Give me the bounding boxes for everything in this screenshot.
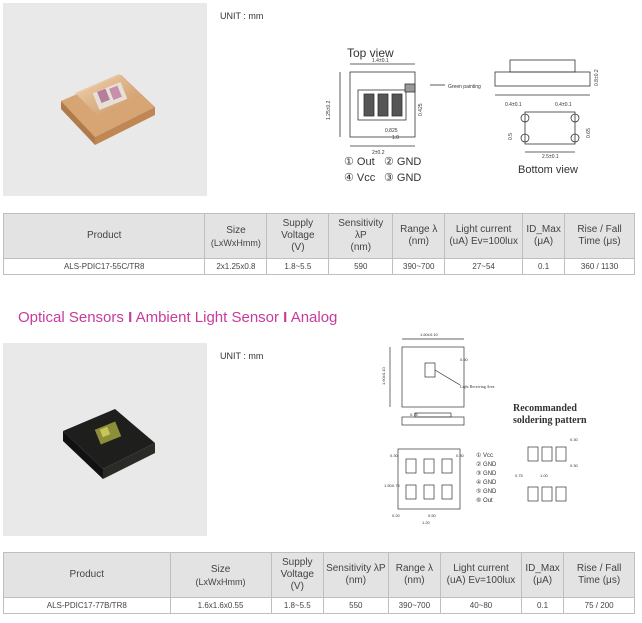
header-id-max: ID_Max(μA): [520, 552, 565, 598]
recommended-label: Recommanded: [513, 403, 577, 414]
dim-label: 0.65: [586, 128, 592, 138]
pin-label: ③ GND: [476, 470, 497, 477]
dim-label: 1.20: [422, 520, 431, 525]
pin-label: ⑤ GND: [476, 488, 497, 495]
header-sensitivity: Sensitivity λP(nm): [323, 552, 389, 598]
section-title: Optical Sensors I Ambient Light Sensor I…: [18, 309, 338, 326]
header-range: Range λ(nm): [392, 213, 446, 259]
header-size: Size(LxWxHmm): [169, 552, 272, 598]
dim-label: 0.75: [515, 473, 524, 478]
dim-label: 2±0.2: [372, 150, 385, 156]
light-area-label: Light Receiving Area: [460, 384, 495, 389]
dim-label: 0.4±0.1: [505, 102, 522, 108]
dim-label: 0.30: [390, 453, 399, 458]
sensor-chip-image: [61, 74, 155, 145]
dim-label: 0.4±0.1: [555, 102, 572, 108]
dim-label: 0.825: [385, 128, 398, 134]
cell-product: ALS-PDIC17-77B/TR8: [3, 597, 171, 614]
header-size: Size(LxWxHmm): [204, 213, 268, 259]
dim-label: 1.0: [392, 135, 399, 141]
cell-idmax: 0.1: [520, 597, 565, 614]
cell-product: ALS-PDIC17-55C/TR8: [2, 258, 206, 275]
dim-label: 1.4±0.1: [372, 58, 389, 64]
table-row: ALS-PDIC17-55C/TR8 2x1.25x0.8 1.8~5.5 59…: [2, 258, 635, 275]
dim-label: 0.30: [570, 437, 579, 442]
header-light-current: Light current(uA) Ev=100lux: [440, 552, 522, 598]
cell-range: 390~700: [387, 597, 442, 614]
pin-label: ③ GND: [384, 172, 421, 184]
dim-label: 1.50: [384, 483, 393, 488]
cell-rise: 75 / 200: [563, 597, 635, 614]
header-supply-voltage: Supply Voltage(V): [266, 213, 330, 259]
green-painting-label: Green painting: [448, 84, 481, 90]
dim-label: 0.20: [392, 513, 401, 518]
pin-label: ① Vcc: [476, 452, 493, 459]
header-supply-voltage: Supply Voltage(V): [270, 552, 325, 598]
table-row: ALS-PDIC17-77B/TR8 1.6x1.6x0.55 1.8~5.5 …: [3, 597, 635, 614]
pin-label: ④ Vcc: [344, 172, 376, 184]
dimension-drawing-2: Recommanded soldering pattern Light Rece…: [381, 332, 587, 525]
header-light-current: Light current(uA) Ev=100lux: [444, 213, 524, 259]
pin-label: ② GND: [476, 461, 497, 468]
dim-label: 0.75: [410, 412, 419, 417]
dim-label: 1.60±0.10: [381, 366, 386, 385]
unit-label: UNIT : mm: [220, 351, 264, 361]
cell-supply: 1.8~5.5: [266, 258, 330, 275]
sensor-chip-image: [63, 409, 155, 479]
spec-table-1: Product Size(LxWxHmm) Supply Voltage(V) …: [2, 213, 635, 275]
dim-label: 0.30: [570, 463, 579, 468]
dim-label: 0.50: [428, 513, 437, 518]
dim-label: 0.8±0.2: [594, 69, 600, 86]
cell-light: 40~80: [440, 597, 522, 614]
cell-rise: 360 / 1130: [564, 258, 635, 275]
product-photo-2: [3, 343, 207, 536]
unit-label: UNIT : mm: [220, 11, 264, 21]
pin-label: ⑥ Out: [476, 497, 493, 504]
dim-label: 0.75: [392, 483, 401, 488]
dim-label: 0.30: [456, 453, 465, 458]
cell-idmax: 0.1: [522, 258, 566, 275]
pin-label: ② GND: [384, 156, 421, 168]
pin-label: ④ GND: [476, 479, 497, 486]
cell-supply: 1.8~5.5: [270, 597, 325, 614]
pin-label: ① Out: [344, 156, 375, 168]
cell-size: 1.6x1.6x0.55: [169, 597, 272, 614]
header-product: Product: [3, 552, 171, 598]
cell-sensitivity: 590: [328, 258, 394, 275]
header-id-max: ID_Max(μA): [522, 213, 566, 259]
dim-label: 0.60: [460, 357, 469, 362]
soldering-label: soldering pattern: [513, 415, 587, 426]
dim-label: 1.60±0.10: [420, 332, 439, 337]
header-sensitivity: Sensitivity λP(nm): [328, 213, 394, 259]
header-range: Range λ(nm): [387, 552, 442, 598]
top-view-label: Top view: [347, 46, 394, 60]
dim-label: 1.00: [540, 473, 549, 478]
header-product: Product: [2, 213, 206, 259]
cell-light: 27~54: [444, 258, 524, 275]
spec-table-2: Product Size(LxWxHmm) Supply Voltage(V) …: [3, 552, 635, 614]
cell-size: 2x1.25x0.8: [204, 258, 268, 275]
product-photo-1: [3, 3, 207, 196]
cell-range: 390~700: [392, 258, 446, 275]
dimension-drawing-1: Top view Bottom view Green painting 1.4±…: [326, 46, 600, 184]
bottom-view-label: Bottom view: [518, 164, 578, 176]
dim-label: 0.5: [508, 133, 514, 140]
dim-label: 2.5±0.1: [542, 154, 559, 160]
dim-label: 1.25±0.2: [326, 100, 332, 120]
cell-sensitivity: 550: [323, 597, 389, 614]
dim-label: 0.425: [418, 103, 424, 116]
